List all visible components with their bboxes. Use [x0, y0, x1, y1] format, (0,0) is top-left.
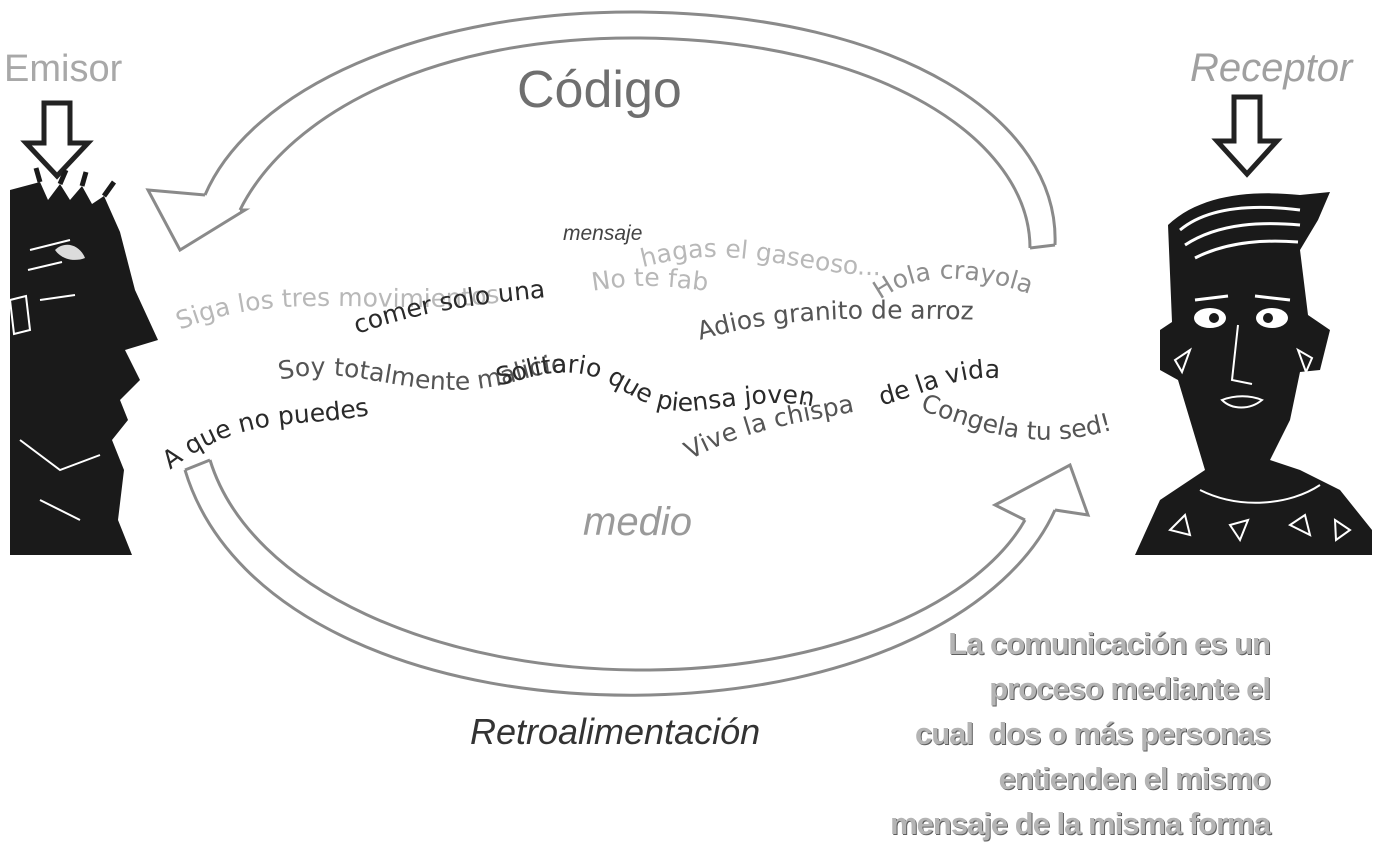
mensaje-label: mensaje	[563, 222, 643, 245]
definition-text: La comunicación es un proceso mediante e…	[850, 621, 1271, 846]
message-text: A que no puedes	[157, 392, 371, 474]
emisor-label: Emisor	[4, 48, 123, 90]
receptor-label: Receptor	[1190, 46, 1353, 90]
receptor-figure	[1135, 192, 1372, 555]
receptor-down-arrow-icon	[1211, 94, 1283, 178]
definition-line: entienden el mismo	[998, 761, 1271, 796]
emisor-figure	[8, 167, 158, 555]
definition-line: cual dos o más personas	[914, 716, 1271, 751]
definition-line: proceso mediante el	[989, 671, 1271, 706]
codigo-arrow	[145, 10, 1057, 253]
message-text: Adios granito de arroz	[694, 295, 974, 345]
retroalimentacion-label: Retroalimentación	[470, 711, 761, 752]
message-text: Congela tu sed!	[918, 388, 1114, 446]
definition-line: La comunicación es un	[948, 626, 1271, 661]
medio-label: medio	[583, 500, 692, 544]
emisor-down-arrow-icon	[20, 100, 94, 180]
definition-line: mensaje de la misma forma	[890, 806, 1271, 841]
codigo-label: Código	[517, 61, 682, 119]
retroalimentacion-arrow	[183, 458, 1091, 697]
